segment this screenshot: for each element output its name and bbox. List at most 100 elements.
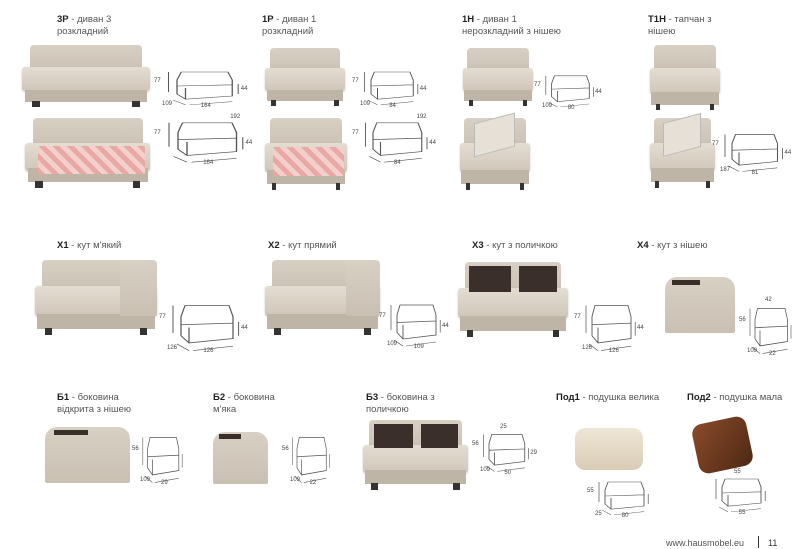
dimension-width: 126: [203, 348, 214, 355]
dimension-top: 25: [500, 424, 507, 430]
shelf-part: [373, 423, 414, 448]
product-code: Под2: [687, 392, 711, 403]
dimension-seat: 44: [241, 324, 248, 331]
leg-part: [271, 100, 277, 106]
base-part: [37, 314, 155, 329]
label-separator: -: [710, 392, 720, 403]
dimension-seat: 44: [419, 86, 427, 92]
dimension-depth: 109: [290, 477, 301, 484]
product-photo: [35, 260, 157, 335]
product-description-line2: м'яка: [213, 404, 237, 415]
label-separator: -: [225, 392, 234, 403]
footer-divider: [758, 536, 759, 548]
leg-part: [710, 103, 715, 110]
shelf-part: [53, 429, 88, 436]
line-drawing-icon: [142, 437, 183, 483]
seat-part: [458, 288, 568, 319]
dimension-width: 22: [769, 351, 776, 358]
dimension-height: 77: [534, 81, 541, 88]
dimension-height: 77: [352, 130, 359, 136]
product-code: Х2: [268, 240, 280, 251]
product-code: Б2: [213, 392, 226, 403]
product-photo: [45, 420, 130, 490]
product-photo: [458, 262, 568, 337]
dimension-height: 56: [132, 445, 139, 452]
line-drawing-icon: [598, 481, 649, 516]
label-separator: -: [378, 392, 387, 403]
dimension-seat: 44: [637, 324, 644, 331]
leg-part: [466, 329, 474, 337]
leg-part: [44, 327, 53, 335]
base-part: [651, 168, 714, 183]
dimension-depth: 109: [140, 477, 151, 484]
dimension-length: 192: [230, 114, 241, 120]
product-photo: [363, 420, 468, 490]
product-photo: [650, 45, 720, 110]
leg-part: [274, 327, 282, 335]
label-separator: -: [68, 240, 78, 251]
dimension-depth: 109: [480, 466, 491, 473]
label-separator: -: [483, 240, 493, 251]
shelf-part: [420, 423, 458, 448]
line-drawing-icon: [172, 305, 240, 351]
label-separator: -: [279, 240, 289, 251]
dimension-seat: 44: [442, 322, 449, 329]
product-photo: [265, 260, 380, 335]
label-separator: -: [68, 14, 78, 25]
line-drawing-icon: [167, 71, 239, 106]
dimension-seat: 29: [530, 450, 537, 457]
product-photo: [665, 270, 735, 340]
product-description-line2: розкладний: [57, 26, 109, 37]
product-description-line2: розкладний: [262, 26, 314, 37]
product-description-line2: нерозкладний з нішею: [462, 26, 561, 37]
product-photo: [265, 48, 345, 106]
product-description: кут м'який: [77, 240, 122, 251]
dimension-length: 192: [416, 114, 427, 120]
dimension-seat: 44: [245, 139, 253, 146]
product-description-line2: відкрита з нішею: [57, 404, 131, 415]
dimension-width: 84: [389, 103, 396, 110]
leg-part: [363, 327, 371, 335]
line-drawing-icon: [545, 75, 594, 108]
label-separator: -: [474, 14, 483, 25]
product-photo: [265, 118, 347, 190]
product-description-line2: нішею: [648, 26, 676, 37]
dimension-width: 55: [738, 510, 746, 517]
dimension-height: 55: [587, 488, 594, 494]
product-code: Х1: [57, 240, 69, 251]
base-part: [461, 169, 529, 185]
dimension-width: 164: [203, 160, 214, 167]
line-drawing-icon: [715, 478, 766, 513]
leg-part: [523, 100, 528, 106]
dimension-depth: 109: [747, 348, 758, 355]
dimension-width: 126: [608, 348, 619, 355]
website-url[interactable]: www.hausmobel.eu: [666, 538, 745, 548]
product-description: подушка мала: [719, 392, 783, 403]
line-drawing-icon: [724, 134, 783, 172]
dimension-width: 80: [621, 513, 629, 520]
product-description: кут з нішею: [657, 240, 708, 251]
product-code: Б1: [57, 392, 70, 403]
small-pillow-photo: [690, 414, 755, 476]
leg-part: [335, 182, 341, 190]
dimension-width: 109: [413, 344, 424, 350]
product-label: Под1 - подушка велика: [556, 392, 696, 404]
base-part: [266, 89, 344, 102]
leg-part: [465, 182, 470, 190]
product-label: Х4 - кут з нішею: [637, 240, 777, 252]
dimension-depth: 187: [720, 166, 731, 173]
dimension-height: 77: [352, 78, 359, 84]
back-part: [345, 260, 380, 317]
label-separator: -: [69, 392, 78, 403]
dimension-width: 164: [200, 103, 211, 110]
